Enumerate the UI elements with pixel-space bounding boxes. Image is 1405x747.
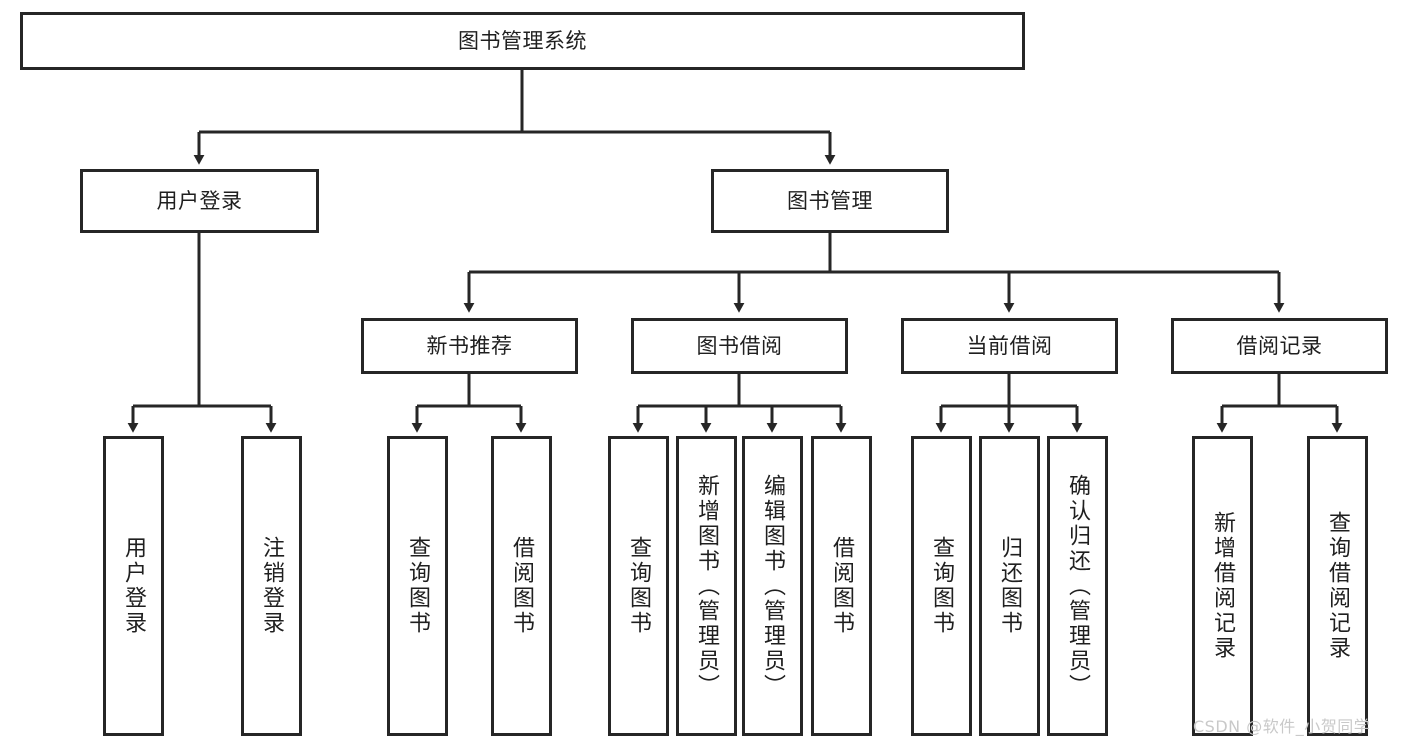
node-label: 新增借阅记录	[1210, 511, 1236, 661]
leaf-query-book-current[interactable]: 查询图书	[911, 436, 972, 736]
leaf-query-book-recommend[interactable]: 查询图书	[387, 436, 448, 736]
node-new-book-recommend[interactable]: 新书推荐	[361, 318, 578, 374]
node-label: 借阅记录	[1236, 333, 1323, 358]
leaf-return-book[interactable]: 归还图书	[979, 436, 1040, 736]
leaf-add-book-admin[interactable]: 新增图书（管理员）	[676, 436, 737, 736]
watermark: CSDN @软件_小贺同学	[1193, 717, 1371, 736]
node-label: 图书借阅	[696, 333, 783, 358]
node-label: 编辑图书（管理员）	[760, 473, 786, 699]
node-label: 查询借阅记录	[1325, 511, 1351, 661]
node-label: 当前借阅	[966, 333, 1053, 358]
node-label: 确认归还（管理员）	[1065, 473, 1091, 699]
node-label: 图书管理系统	[458, 28, 587, 53]
node-root-system[interactable]: 图书管理系统	[20, 12, 1025, 70]
node-label: 用户登录	[121, 536, 147, 636]
leaf-query-borrow-record[interactable]: 查询借阅记录	[1307, 436, 1368, 736]
node-current-borrow[interactable]: 当前借阅	[901, 318, 1118, 374]
leaf-edit-book-admin[interactable]: 编辑图书（管理员）	[742, 436, 803, 736]
leaf-borrow-book-recommend[interactable]: 借阅图书	[491, 436, 552, 736]
node-user-login[interactable]: 用户登录	[80, 169, 319, 233]
node-label: 借阅图书	[509, 536, 535, 636]
leaf-borrow-book[interactable]: 借阅图书	[811, 436, 872, 736]
node-book-management[interactable]: 图书管理	[711, 169, 949, 233]
node-label: 图书管理	[787, 188, 873, 213]
node-label: 查询图书	[626, 536, 652, 636]
leaf-query-book-borrow[interactable]: 查询图书	[608, 436, 669, 736]
leaf-add-borrow-record[interactable]: 新增借阅记录	[1192, 436, 1253, 736]
node-label: 用户登录	[156, 188, 243, 213]
node-label: 新增图书（管理员）	[694, 473, 720, 699]
node-book-borrow[interactable]: 图书借阅	[631, 318, 848, 374]
node-label: 查询图书	[405, 536, 431, 636]
leaf-confirm-return-admin[interactable]: 确认归还（管理员）	[1047, 436, 1108, 736]
node-borrow-record[interactable]: 借阅记录	[1171, 318, 1388, 374]
leaf-logout-login[interactable]: 注销登录	[241, 436, 302, 736]
node-label: 新书推荐	[426, 333, 513, 358]
node-label: 借阅图书	[829, 536, 855, 636]
node-label: 查询图书	[929, 536, 955, 636]
node-label: 归还图书	[997, 536, 1023, 636]
node-label: 注销登录	[259, 536, 285, 636]
leaf-user-login[interactable]: 用户登录	[103, 436, 164, 736]
